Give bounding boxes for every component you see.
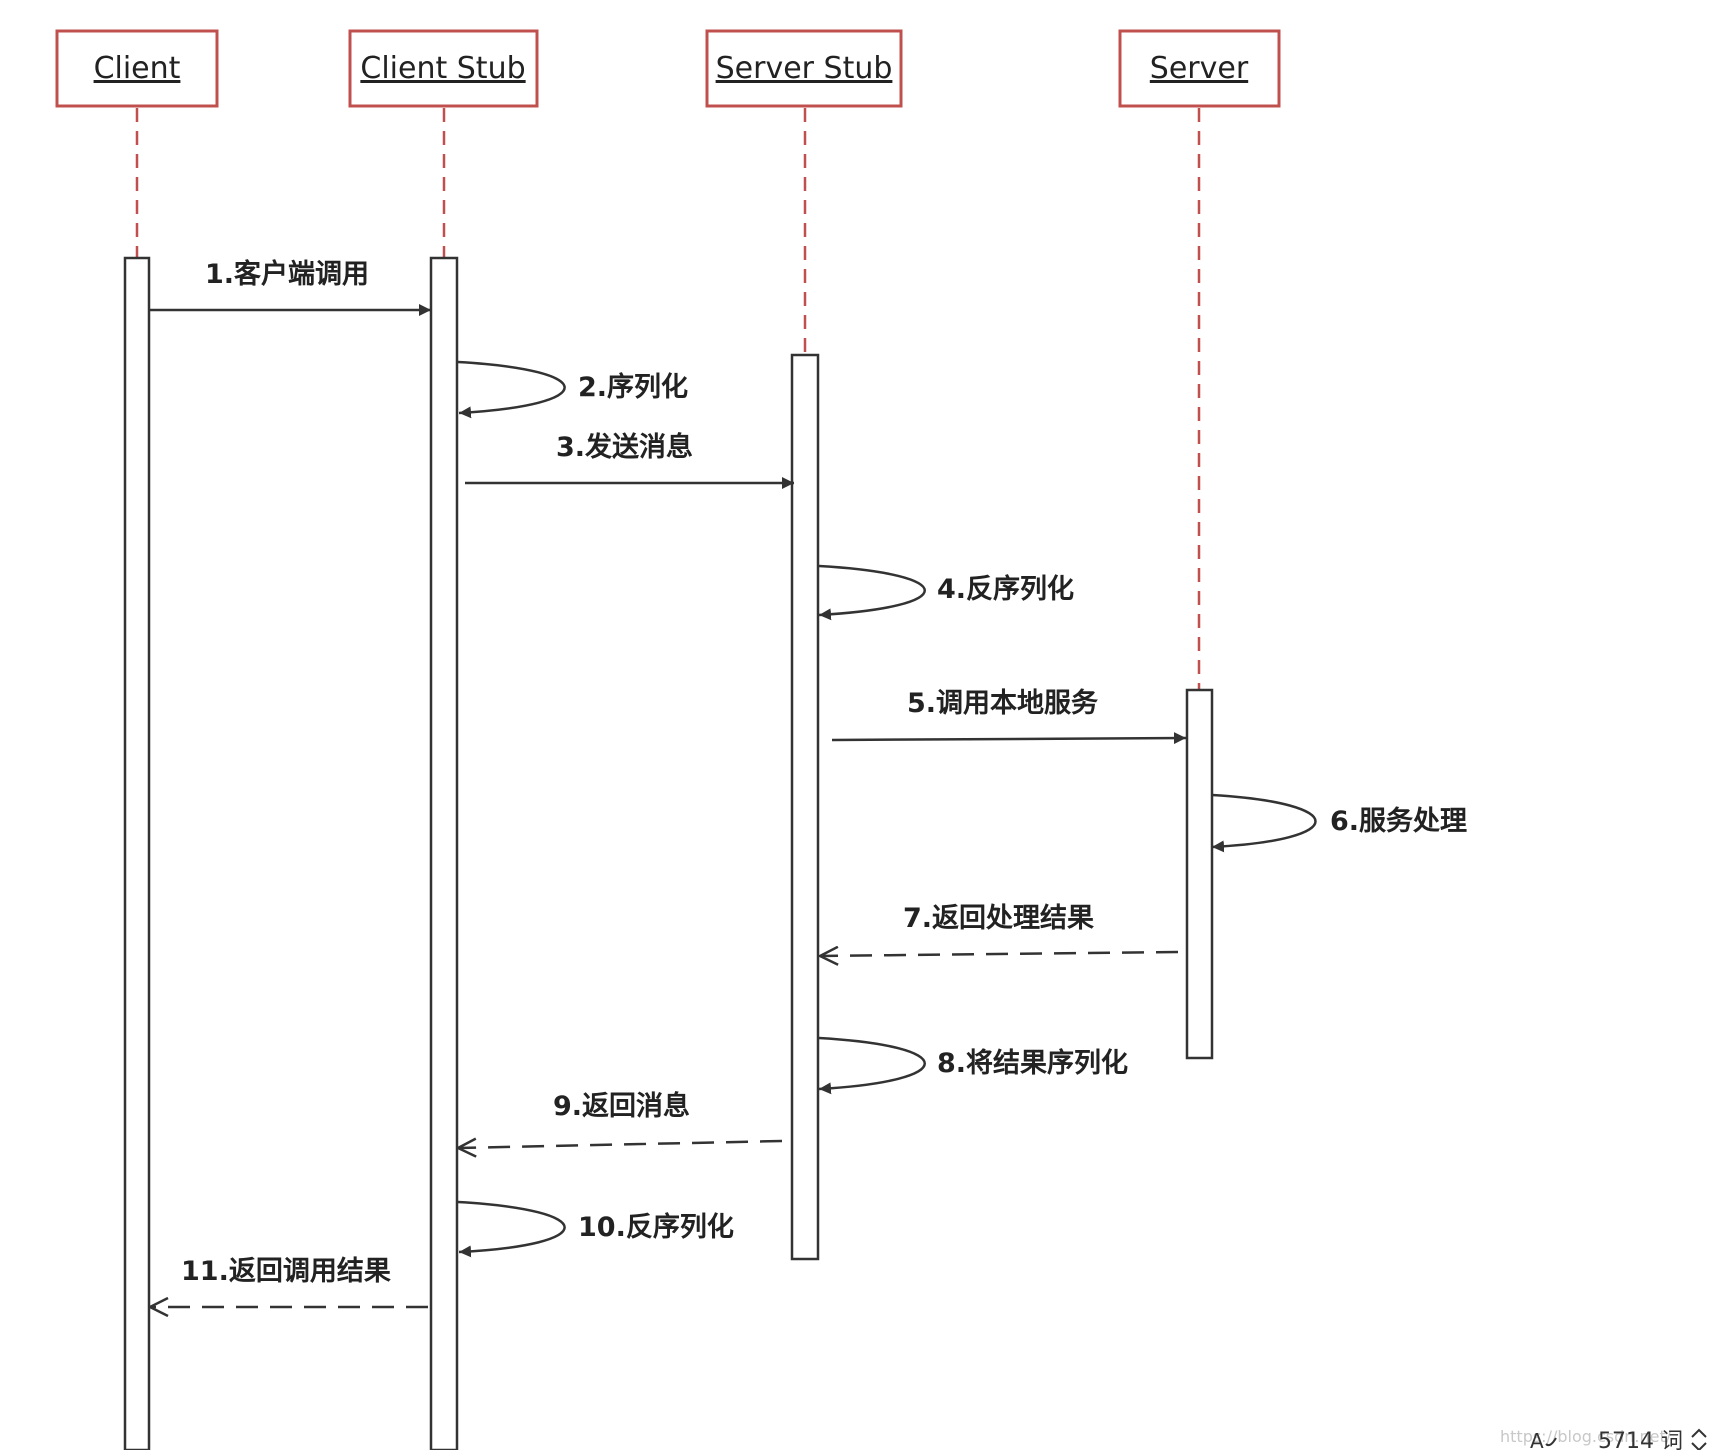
actor-server-stub: Server Stub [705,29,903,108]
message-2-label: 2.序列化 [578,371,688,403]
message-6-label: 6.服务处理 [1330,806,1467,837]
message-4-label: 4.反序列化 [937,573,1074,605]
message-2: 2.序列化 [457,360,688,419]
watermark-text: https://blog.csdn.net/ [1500,1427,1672,1446]
message-10: 10.反序列化 [457,1200,734,1258]
message-8-label: 8.将结果序列化 [937,1047,1128,1079]
message-2-arrow [457,360,566,419]
message-9-label: 9.返回消息 [553,1090,690,1122]
message-9: 9.返回消息 [458,1090,783,1148]
message-5: 5.调用本地服务 [831,688,1187,745]
actor-server-stub-label: Server Stub [716,51,893,86]
word-count[interactable]: 5714 词 [1598,1429,1683,1450]
activation-server-stub [790,353,820,1261]
message-9-arrow [458,1141,783,1148]
message-11-label: 11.返回调用结果 [181,1256,391,1287]
actor-client: Client [55,29,219,108]
activation-client [123,256,151,1450]
svg-text:A: A [1530,1429,1544,1450]
message-10-label: 10.反序列化 [578,1211,734,1243]
message-7: 7.返回处理结果 [820,903,1179,956]
message-4: 4.反序列化 [818,564,1074,621]
activation-server [1185,688,1214,1060]
message-5-label: 5.调用本地服务 [907,688,1098,719]
message-10-arrow [457,1200,566,1258]
activation-client-stub [429,256,459,1450]
chevron-updown-icon[interactable] [1691,1428,1707,1450]
message-7-label: 7.返回处理结果 [903,903,1094,934]
message-4-arrow [818,564,926,621]
actor-server: Server [1118,29,1281,108]
actor-client-stub: Client Stub [348,29,539,108]
message-8: 8.将结果序列化 [818,1036,1128,1095]
message-11: 11.返回调用结果 [150,1256,428,1307]
message-5-arrow [831,732,1187,745]
actor-client-label: Client [94,51,181,86]
message-6-arrow [1211,793,1317,853]
message-3-label: 3.发送消息 [556,431,693,463]
message-3: 3.发送消息 [465,431,794,489]
text-direction-icon: A [1530,1429,1557,1450]
message-6: 6.服务处理 [1211,793,1467,853]
message-1: 1.客户端调用 [150,258,431,316]
actor-client-stub-label: Client Stub [360,51,525,86]
message-8-arrow [818,1036,926,1095]
message-1-label: 1.客户端调用 [205,258,369,290]
message-7-arrow [820,952,1179,956]
actor-server-label: Server [1150,51,1249,86]
